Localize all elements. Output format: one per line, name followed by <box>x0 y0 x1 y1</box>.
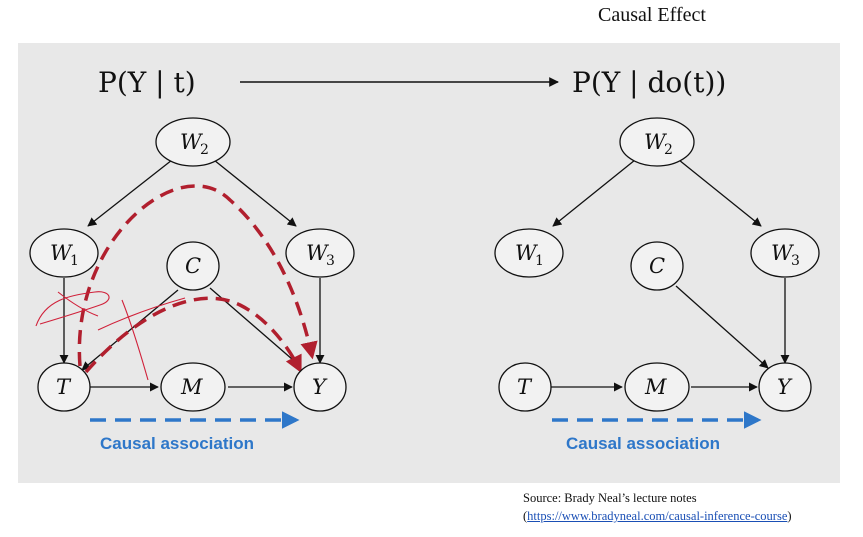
svg-text:M: M <box>180 375 203 399</box>
svg-text:T: T <box>517 375 533 399</box>
source-note: Source: Brady Neal’s lecture notes (http… <box>523 489 792 525</box>
svg-text:1: 1 <box>535 253 544 269</box>
right-graph: W 2 W 1 W 3 C T M Y Causal as <box>494 117 820 453</box>
node-w2: W 2 <box>155 117 231 167</box>
svg-text:3: 3 <box>791 253 800 269</box>
node-t: T <box>37 362 91 412</box>
node-w1: W 1 <box>29 228 99 278</box>
edge-w2-w1-right <box>552 159 636 227</box>
source-link[interactable]: https://www.bradyneal.com/causal-inferen… <box>527 509 788 523</box>
svg-text:T: T <box>56 375 72 399</box>
svg-text:C: C <box>185 254 201 278</box>
strike-scribble-2 <box>97 297 186 331</box>
edge-c-t <box>81 289 179 371</box>
svg-text:C: C <box>649 254 665 278</box>
svg-text:W: W <box>306 241 330 265</box>
svg-text:M: M <box>644 375 667 399</box>
causal-association-label-right: Causal association <box>566 434 720 453</box>
svg-text:Y: Y <box>312 375 328 399</box>
edge-c-y-right <box>675 285 769 369</box>
node-y-right: Y <box>758 362 812 412</box>
node-y: Y <box>293 362 347 412</box>
source-line: Source: Brady Neal’s lecture notes <box>523 491 697 505</box>
svg-text:W: W <box>644 130 668 154</box>
left-graph: W 2 W 1 W 3 C T M Y Caus <box>29 117 355 453</box>
svg-text:W: W <box>50 241 74 265</box>
causal-association-label: Causal association <box>100 434 254 453</box>
node-t-right: T <box>498 362 552 412</box>
svg-text:W: W <box>515 241 539 265</box>
svg-text:W: W <box>180 130 204 154</box>
node-w1-right: W 1 <box>494 228 564 278</box>
right-formula: P(Y | do(t)) <box>572 66 726 99</box>
source-link-line: (https://www.bradyneal.com/causal-infere… <box>523 509 792 523</box>
svg-text:W: W <box>771 241 795 265</box>
svg-text:3: 3 <box>326 253 335 269</box>
svg-text:1: 1 <box>70 253 79 269</box>
strike-scribble-1 <box>35 291 110 327</box>
svg-text:Y: Y <box>777 375 793 399</box>
diagram-title: Causal Effect <box>598 4 706 26</box>
node-w2-right: W 2 <box>619 117 695 167</box>
node-m-right: M <box>624 362 690 412</box>
node-w3: W 3 <box>285 228 355 278</box>
svg-text:2: 2 <box>664 142 673 158</box>
edge-w2-w3-right <box>678 159 762 227</box>
node-m: M <box>160 362 226 412</box>
node-c-right: C <box>630 241 684 291</box>
edge-w2-w3 <box>213 159 297 227</box>
strike-scribble-3 <box>121 299 149 381</box>
backdoor-path-w2 <box>77 184 318 367</box>
backdoor-path-c <box>84 296 302 374</box>
node-c: C <box>166 241 220 291</box>
content-panel <box>18 43 840 483</box>
left-formula: P(Y | t) <box>98 66 196 99</box>
node-w3-right: W 3 <box>750 228 820 278</box>
edge-w2-w1 <box>87 159 173 227</box>
strike-scribble-4 <box>57 291 99 317</box>
svg-text:2: 2 <box>200 142 209 158</box>
